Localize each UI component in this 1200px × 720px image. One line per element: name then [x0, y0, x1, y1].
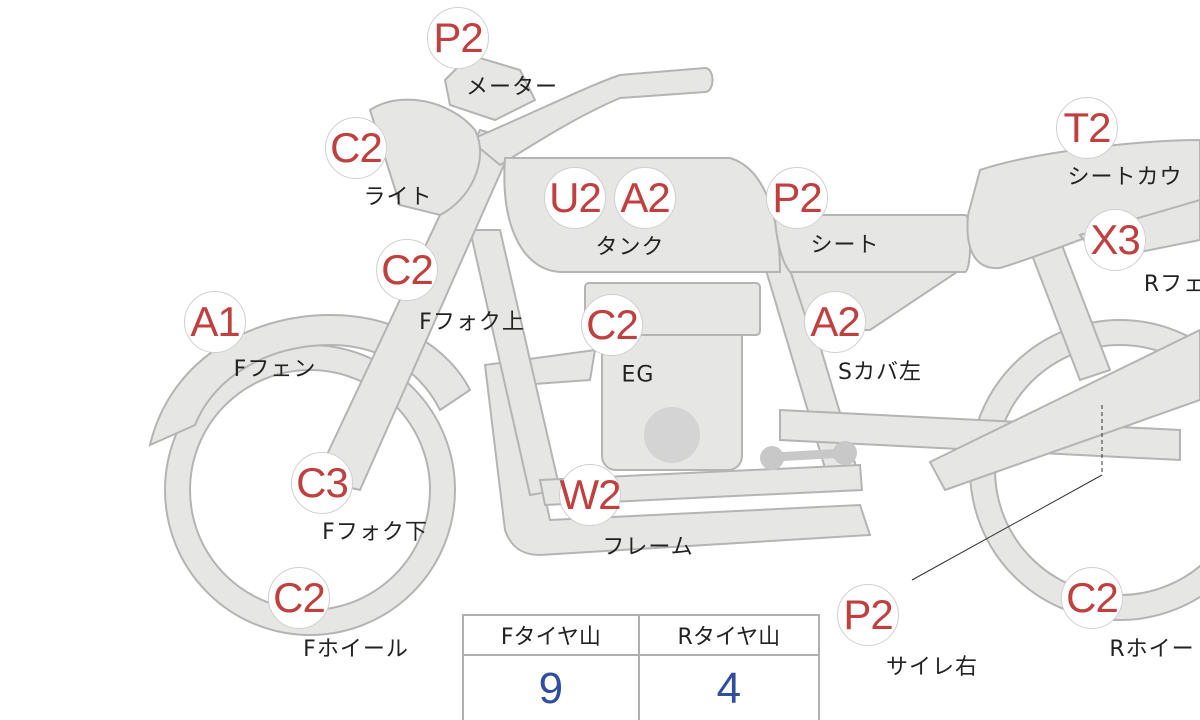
rear-tyre-header: Rタイヤ山: [637, 614, 821, 656]
label-meter: メーター: [465, 75, 559, 100]
grade-badge-meter: P2: [427, 7, 489, 69]
label-frame: フレーム: [602, 535, 694, 560]
grade-badge-seat-cowl: T2: [1056, 97, 1118, 159]
label-seat: シート: [810, 233, 880, 258]
grade-badge-tank-a: A2: [614, 167, 676, 229]
grade-badge-muffler-right: P2: [837, 584, 899, 646]
label-fork-lower: Fフォク下: [322, 520, 428, 545]
grade-badge-fork-upper: C2: [376, 239, 438, 301]
label-tank: タンク: [595, 235, 665, 260]
engine: [584, 282, 857, 471]
grade-badge-seat: P2: [766, 167, 828, 229]
grade-badge-fork-lower: C3: [291, 452, 353, 514]
grade-badge-engine: C2: [581, 294, 643, 356]
label-fork-upper: Fフォク上: [419, 310, 525, 335]
tyre-tread-table: Fタイヤ山 Rタイヤ山 9 4: [462, 614, 821, 720]
muffler: [928, 328, 1200, 492]
front-tyre-header: Fタイヤ山: [462, 614, 640, 656]
label-front-fender: Fフェン: [233, 357, 317, 382]
grade-badge-front-wheel: C2: [268, 567, 330, 629]
label-side-cover: Sカバ左: [838, 360, 922, 385]
rear-tyre-value: 4: [637, 654, 821, 720]
grade-badge-rear-fender: X3: [1084, 209, 1146, 271]
handlebar: [468, 66, 714, 167]
label-rear-fender: Rフェ: [1143, 272, 1200, 297]
front-tyre-value: 9: [462, 654, 640, 720]
grade-badge-rear-wheel: C2: [1061, 567, 1123, 629]
label-rear-wheel: Rホイー: [1109, 637, 1195, 662]
label-seat-cowl: シートカウ: [1067, 165, 1183, 190]
label-front-wheel: Fホイール: [303, 637, 409, 662]
grade-badge-tank-u: U2: [544, 167, 606, 229]
label-light: ライト: [363, 185, 433, 210]
grade-badge-front-fender: A1: [184, 291, 246, 353]
label-engine: EG: [621, 362, 655, 388]
headlight: [368, 98, 481, 217]
label-muffler-right: サイレ右: [885, 655, 979, 680]
grade-badge-frame: W2: [559, 464, 622, 526]
grade-badge-light: C2: [325, 117, 387, 179]
grade-badge-side-cover: A2: [804, 291, 866, 353]
